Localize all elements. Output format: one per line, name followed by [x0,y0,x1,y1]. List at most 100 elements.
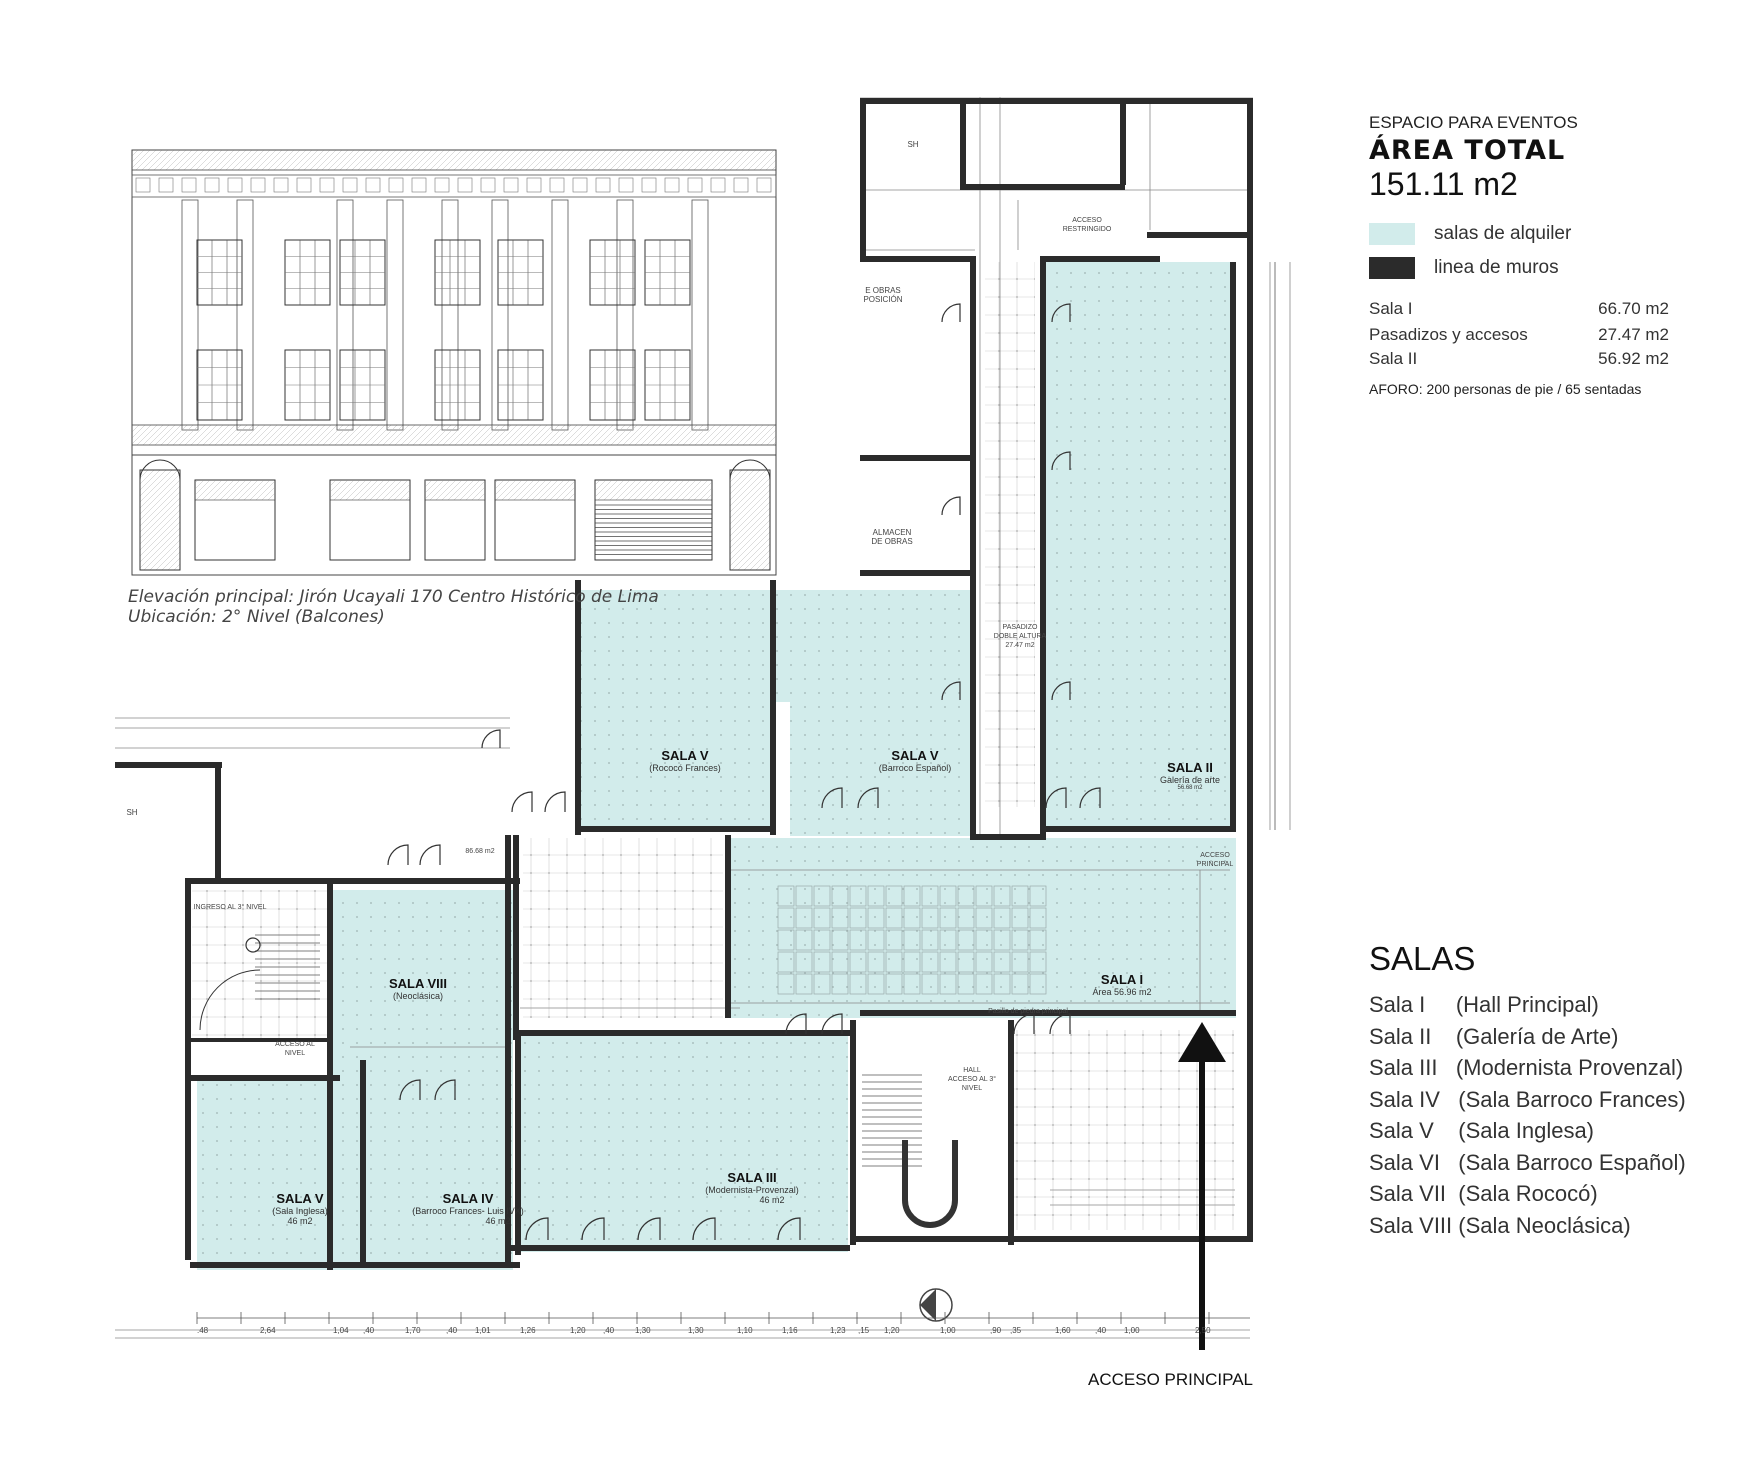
room-sub: (Barroco Frances- Luis IVX) [412,1206,524,1216]
room-label-sala-iv: SALA IV (Barroco Frances- Luis IVX) 46 m… [383,1191,553,1226]
seat-grid-cell [831,929,849,951]
seat-grid-cell [1029,907,1047,929]
bottom-dimension-label: 2,64 [260,1326,276,1335]
stair-area [192,890,327,1040]
seat-grid-cell [993,929,1011,951]
room-sub: (Sala Inglesa) [272,1206,328,1216]
seat-grid-cell [939,929,957,951]
room-sub: (Neoclásica) [392,991,443,1001]
room-sub: (Modernista-Provenzal) [705,1185,799,1195]
rental-swatch-icon [1369,223,1415,245]
seat-grid-cell [885,929,903,951]
legend-item-walls: linea de muros [1369,257,1689,279]
wall-segment [1040,256,1046,840]
seat-grid-cell [831,973,849,995]
seat-grid-cell [795,929,813,951]
wall-segment [1008,1020,1014,1245]
room-fill-sala-v-rococo-dots [580,698,770,826]
legend-item-label: salas de alquiler [1434,223,1572,244]
wall-segment [190,1075,340,1081]
acceso-nivel-label: ACCESO AL NIVEL [275,1041,315,1057]
acceso-principal-small-label: ACCESO PRINCIPAL [1196,852,1234,868]
plan-walls [115,98,1253,1270]
seat-grid-cell [1011,973,1029,995]
bottom-dimension-label: 1,20 [884,1326,900,1335]
bottom-dimension-label: .48 [197,1326,209,1335]
salas-list: SALAS Sala I (Hall Principal)Sala II (Ga… [1369,940,1719,1244]
wall-segment [1230,262,1236,830]
seat-grid-cell [813,929,831,951]
seat-grid-cell [867,907,885,929]
room-sub: (Rococó Frances) [649,763,721,773]
salas-item: Sala I (Hall Principal) [1369,992,1599,1017]
stair-curve [199,969,261,1031]
salas-item: Sala VIII (Sala Neoclásica) [1369,1212,1631,1238]
room-fill-sala-ii-dots [1040,262,1235,830]
wall-swatch-icon [1369,257,1415,279]
frieze-ornament-icon [664,177,680,193]
rental-room-fills [197,262,1236,1270]
seat-grid-cell [903,929,921,951]
facade-balcony-band [131,424,777,446]
sh-left-label: SH [126,808,138,817]
room-fill-sala-v-barroco-dots [790,590,970,836]
wall-segment [515,1030,521,1255]
bottom-dimension-label: 1,20 [570,1326,586,1335]
seat-grid-cell [993,907,1011,929]
bottom-dimension-label: ,40 [603,1326,615,1335]
salas-item: Sala II (Galería de Arte) [1369,1023,1619,1049]
seat-grid-cell [1011,885,1029,907]
wall-segment [190,1262,520,1268]
room-sub: Área 56.96 m2 [1092,987,1152,997]
aforo-text: AFORO: 200 personas de pie / 65 sentadas [1369,381,1642,397]
frieze-ornament-icon [296,177,312,193]
area-row-name: Sala I [1369,299,1413,318]
bottom-dimension-label: ,40 [1095,1326,1107,1335]
area-row: Sala I 66.70 m2 [1369,299,1669,325]
seat-grid-cell [885,885,903,907]
wall-segment [1247,98,1253,1238]
wall-segment [575,580,581,835]
area-table: Sala I 66.70 m2 Pasadizos y accesos 27.4… [1369,299,1669,373]
door-swing-icon [785,1013,807,1035]
tiled-area-right [1010,1030,1234,1230]
frieze-ornament-icon [710,177,726,193]
room-label-sala-v-inglesa: SALA V (Sala Inglesa) 46 m2 [250,1191,350,1226]
room-label-sala-v-barroco: SALA V (Barroco Español) [860,748,970,773]
door-swing-icon [857,787,879,809]
salas-item: Sala V (Sala Inglesa) [1369,1118,1595,1143]
bottom-dimension-label: 1,60 [1055,1326,1071,1335]
frieze-ornament-icon [250,177,266,193]
wall-segment [860,98,866,262]
room-sub: (Barroco Español) [878,763,952,773]
seat-grid-cell [1029,951,1047,973]
facade-ornate-door [729,469,771,571]
door-swing-icon [1013,1013,1035,1035]
seat-grid-cell [993,885,1011,907]
room-label-sala-iii: SALA III (Modernista-Provenzal) 46 m2 [692,1170,812,1205]
salas-item: Sala III (Modernista Provenzal) [1369,1055,1684,1080]
frieze-ornament-icon [411,177,427,193]
door-swing-icon [821,787,843,809]
facade-elevation [131,149,777,576]
bottom-dimension-label: 2,50 [1195,1326,1211,1335]
seat-grid-cell [849,907,867,929]
seat-grid-cell [1029,885,1047,907]
legend-item-label: linea de muros [1434,257,1559,278]
door-swing-icon [1045,787,1067,809]
seat-grid-cell [849,951,867,973]
seat-grid-cell [849,885,867,907]
shopfront-awning [594,479,713,501]
bottom-dimension-label: 1,00 [940,1326,956,1335]
area-row-name: Pasadizos y accesos [1369,325,1528,344]
door-swing-icon [821,1013,843,1035]
wall-segment [860,98,1253,104]
door-swing-icon [481,729,501,749]
seat-grid-cell [831,885,849,907]
facade-cornice [131,149,777,171]
frieze-ornament-icon [549,177,565,193]
door-swing-icon [692,1217,716,1241]
frieze-ornament-icon [618,177,634,193]
frieze-ornament-icon [641,177,657,193]
